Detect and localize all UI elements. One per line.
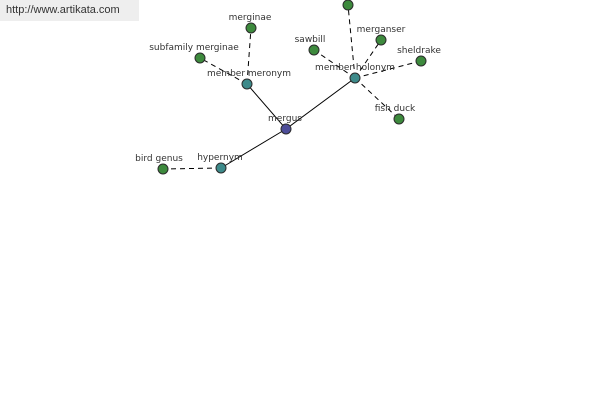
- node-member-meronym[interactable]: [241, 78, 253, 90]
- node-top-leaf[interactable]: [342, 0, 354, 11]
- label-fish-duck: fish duck: [375, 104, 416, 114]
- node-subfamily-merginae[interactable]: [194, 52, 206, 64]
- label-merginae: merginae: [229, 13, 272, 23]
- label-sawbill: sawbill: [295, 35, 326, 45]
- edge-member-holonym-sheldrake: [354, 60, 422, 79]
- edge-member-holonym-top-node: [347, 4, 356, 79]
- node-merganser[interactable]: [375, 34, 387, 46]
- node-mergus[interactable]: [280, 123, 292, 135]
- node-fish-duck[interactable]: [393, 113, 405, 125]
- label-merganser: merganser: [357, 25, 406, 35]
- edge-member-holonym-fish-duck: [354, 77, 400, 120]
- node-bird-genus[interactable]: [157, 163, 169, 175]
- node-member-holonym[interactable]: [349, 72, 361, 84]
- source-link[interactable]: http://www.artikata.com: [0, 0, 139, 21]
- label-mergus: mergus: [268, 114, 302, 124]
- edge-mergus-member-meronym: [246, 83, 287, 130]
- node-sheldrake[interactable]: [415, 55, 427, 67]
- node-sawbill[interactable]: [308, 44, 320, 56]
- node-hypernym[interactable]: [215, 162, 227, 174]
- edge-mergus-member-holonym: [285, 77, 356, 130]
- label-subfamily-merginae: subfamily merginae: [149, 43, 239, 53]
- edge-mergus-hypernym: [220, 128, 287, 169]
- edge-member-meronym-merginae: [246, 27, 252, 85]
- node-merginae[interactable]: [245, 22, 257, 34]
- edge-member-holonym-merganser: [354, 39, 382, 79]
- label-member-holonym: member holonym: [315, 63, 395, 73]
- label-sheldrake: sheldrake: [397, 46, 441, 56]
- edge-hypernym-bird-genus: [162, 167, 222, 170]
- label-hypernym: hypernym: [197, 153, 243, 163]
- label-member-meronym: member meronym: [207, 69, 291, 79]
- label-bird-genus: bird genus: [135, 154, 183, 164]
